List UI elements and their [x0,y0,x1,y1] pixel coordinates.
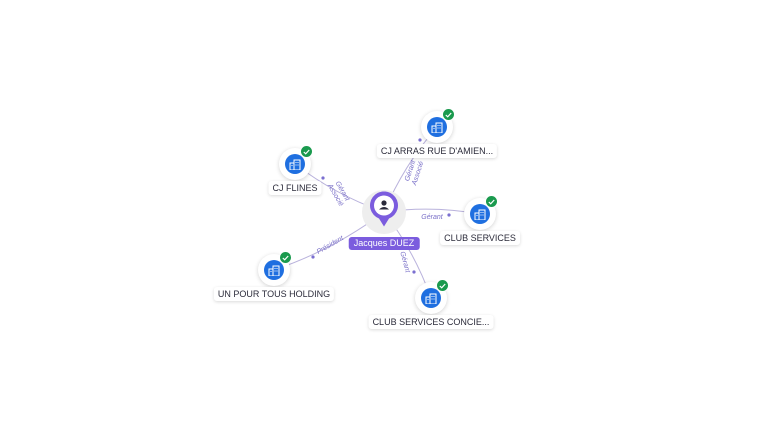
edge-label-un-pour-tous: Président [316,234,346,255]
verified-check-icon [300,145,313,158]
company-label-cj-flines[interactable]: CJ FLINES [268,181,322,195]
edge-arrow-club-services-concie [412,270,416,274]
verified-check-icon [442,108,455,121]
edge-label-club-services: Gérant [421,214,443,221]
edge-arrow-cj-arras [418,138,422,142]
edge-label-club-services-concie: Gérant [398,251,411,275]
company-label-club-services-concie[interactable]: CLUB SERVICES CONCIE... [368,315,494,329]
company-node-circle [464,195,498,230]
building-icon [427,117,447,137]
verified-check-icon [279,251,292,264]
company-label-club-services[interactable]: CLUB SERVICES [440,231,520,245]
company-node-circle [258,251,292,286]
edge-arrow-un-pour-tous [311,255,315,259]
building-icon [285,154,305,174]
company-node-circle [279,145,313,180]
edge-label-cj-flines: GérantAssocié [325,178,351,208]
company-label-un-pour-tous[interactable]: UN POUR TOUS HOLDING [213,287,335,301]
company-node-circle [415,279,449,314]
verified-check-icon [436,279,449,292]
company-node-circle [421,108,455,143]
building-icon [470,204,490,224]
person-icon [369,191,399,233]
edge-arrow-club-services [447,213,451,217]
company-label-cj-arras[interactable]: CJ ARRAS RUE D'AMIEN... [376,144,498,158]
building-icon [421,288,441,308]
building-icon [264,260,284,280]
verified-check-icon [485,195,498,208]
edge-label-cj-arras: GérantAssocié [403,158,425,187]
edge-arrow-cj-flines [321,176,325,180]
person-name-label[interactable]: Jacques DUEZ [348,237,420,250]
